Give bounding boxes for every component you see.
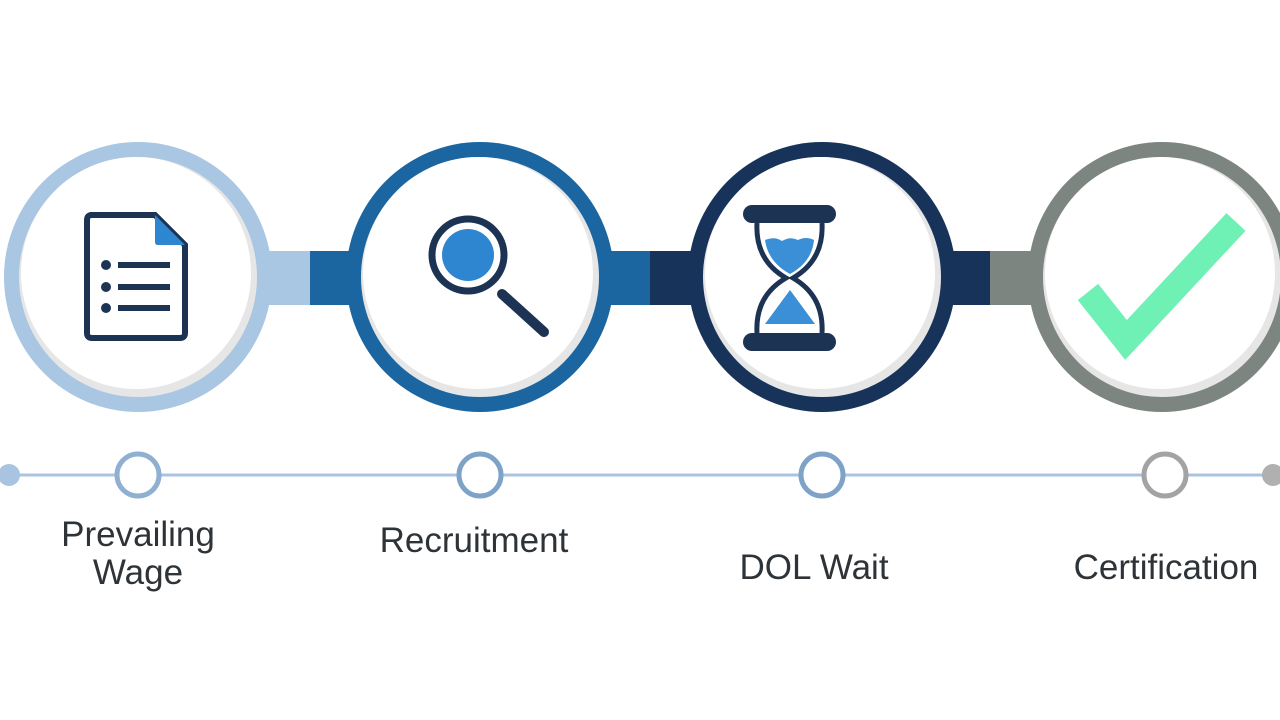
step-circle-3 [688, 142, 956, 412]
timeline-node-4[interactable] [1141, 451, 1189, 499]
step-label-recruitment: Recruitment [379, 521, 569, 560]
step-label-certification: Certification [1073, 548, 1259, 587]
checkmark-icon [1077, 213, 1246, 360]
step-label-dol-wait: DOL Wait [739, 548, 889, 587]
timeline-node-3[interactable] [798, 451, 846, 499]
step-label-line-1: Prevailing [61, 515, 215, 554]
step-circle-4 [1028, 142, 1280, 412]
timeline-end-dot [1262, 464, 1280, 486]
magnifying-glass-icon [428, 215, 549, 337]
step-label-prevailing-wage: Prevailing Wage [0, 516, 288, 592]
step-label-line-2: Wage [92, 553, 184, 592]
timeline-node-2[interactable] [456, 451, 504, 499]
step-circle-1 [4, 142, 272, 412]
document-list-icon [84, 212, 188, 341]
timeline-start-dot [0, 464, 20, 486]
timeline-node-1[interactable] [114, 451, 162, 499]
hourglass-icon [743, 205, 836, 351]
